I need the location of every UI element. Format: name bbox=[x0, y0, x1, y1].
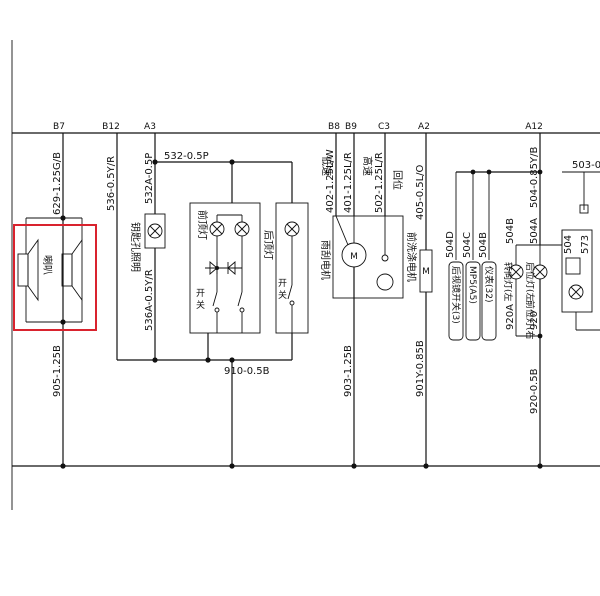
wire-label-532a: 532A-0.5P bbox=[144, 153, 155, 204]
wire-label-629: 629-1.25G/B bbox=[52, 152, 63, 215]
junction-dot bbox=[229, 463, 235, 469]
wire-label-504c: 504C bbox=[462, 232, 473, 258]
right-lamp bbox=[568, 284, 584, 300]
front-dome-lamp-left bbox=[209, 221, 225, 237]
wire-label-504: 504-0.85Y/B bbox=[529, 147, 540, 208]
junction-dot bbox=[537, 333, 543, 339]
junction-dot bbox=[152, 357, 158, 363]
wire-label-920b: 920-0.5B bbox=[529, 368, 540, 414]
label-return: 回位 bbox=[391, 170, 404, 190]
mp5-box bbox=[465, 261, 481, 341]
front-dome-diodes bbox=[205, 261, 242, 275]
switch-label-close-1: 关 bbox=[196, 299, 205, 311]
wire-label-401: 401-1.25L/R bbox=[343, 152, 354, 213]
label-instrument: 仪表(32) bbox=[483, 266, 495, 302]
label-rear-left: 后位灯(左 bbox=[524, 262, 536, 302]
wire-label-504b-1: 504B bbox=[478, 232, 489, 258]
connector-c3: C3 bbox=[378, 122, 390, 132]
label-mp5: MP5(A5) bbox=[467, 266, 477, 304]
connector-b7: B7 bbox=[53, 122, 65, 132]
label-wiper-motor: 雨刮电机 bbox=[319, 240, 332, 280]
connector-b12: B12 bbox=[102, 122, 120, 132]
label-low-speed: 低速 bbox=[320, 156, 333, 176]
junction-dot bbox=[470, 169, 476, 175]
wire-label-536: 536-0.5Y/R bbox=[106, 156, 117, 211]
wire-label-405: 405-0.5L/O bbox=[415, 164, 426, 220]
wire-label-573: 573 bbox=[580, 235, 591, 254]
wire-label-503: 503-0.5 bbox=[572, 160, 600, 171]
switch-label-open-2: 开 bbox=[278, 278, 287, 289]
switch-label-close-2: 关 bbox=[278, 289, 287, 301]
wire-label-903: 903-1.25B bbox=[343, 345, 354, 397]
wiper-return-switch bbox=[376, 216, 394, 291]
front-dome-lamp-right bbox=[234, 221, 250, 237]
junction-dot bbox=[60, 463, 66, 469]
rear-position-lamp bbox=[532, 264, 548, 280]
junction-dot bbox=[537, 463, 543, 469]
front-dome-switches bbox=[212, 268, 245, 333]
label-front-pos: 前位灯(右 bbox=[524, 300, 536, 340]
connector-b8: B8 bbox=[328, 122, 340, 132]
wire-label-536a: 536A-0.5Y/R bbox=[144, 269, 155, 331]
wire-label-901y: 901Y-0.85B bbox=[415, 340, 426, 397]
instrument-box bbox=[481, 261, 497, 341]
wire-label-504d: 504D bbox=[445, 231, 456, 258]
wire-label-504-right: 504 bbox=[563, 235, 574, 254]
label-turn-left: 转向灯(左 bbox=[502, 262, 514, 302]
wiper-motor-icon: M bbox=[335, 215, 367, 268]
svg-text:M: M bbox=[350, 252, 358, 262]
horn-highlight-box bbox=[13, 224, 97, 331]
wire-label-502: 502-1.25L/R bbox=[374, 152, 385, 213]
keyhole-lamp-icon bbox=[147, 223, 163, 239]
junction-dot bbox=[229, 357, 235, 363]
junction-dot bbox=[205, 357, 211, 363]
junction-dot bbox=[152, 159, 158, 165]
front-dome-box bbox=[189, 202, 261, 334]
label-washer-motor: 前洗涤电机 bbox=[405, 232, 418, 282]
connector-stub bbox=[579, 204, 589, 214]
rear-fog-switch-box bbox=[448, 261, 464, 341]
label-keyhole-light: 钥匙孔照明 bbox=[129, 222, 142, 272]
connector-a2: A2 bbox=[418, 122, 430, 132]
wire-label-920: 920 bbox=[529, 311, 540, 330]
right-lamp-box bbox=[561, 229, 593, 313]
junction-dot bbox=[423, 463, 429, 469]
label-high-speed: 高速 bbox=[361, 156, 374, 176]
wire-label-504b: 504B bbox=[505, 218, 516, 244]
washer-motor-icon: M bbox=[422, 267, 430, 277]
wire-label-402: 402-1.25L/W bbox=[325, 149, 336, 213]
junction-dot bbox=[537, 169, 543, 175]
connector-a12: A12 bbox=[525, 122, 543, 132]
rear-dome-lamp bbox=[284, 221, 300, 237]
connector-b9: B9 bbox=[345, 122, 357, 132]
wire-label-910: 910-0.5B bbox=[224, 366, 270, 377]
label-horn: 喇叭 bbox=[41, 255, 53, 275]
junction-dot bbox=[351, 463, 357, 469]
relay-coil bbox=[565, 257, 581, 275]
switch-label-open-1: 开 bbox=[196, 288, 205, 299]
horn-symbol bbox=[17, 217, 83, 323]
junction-dot bbox=[486, 169, 492, 175]
connector-a3: A3 bbox=[144, 122, 156, 132]
wiper-motor-box bbox=[332, 215, 404, 299]
label-rear-dome: 后顶灯 bbox=[262, 230, 274, 260]
wire-label-920a: 920A bbox=[505, 304, 516, 330]
label-front-dome: 前顶灯 bbox=[196, 210, 209, 240]
label-rear-fog-switch: 后视镜开关(3) bbox=[450, 266, 462, 324]
wire-label-504a: 504A bbox=[529, 218, 540, 244]
wire-label-532: 532-0.5P bbox=[164, 151, 209, 162]
wire-label-905: 905-1.25B bbox=[52, 345, 63, 397]
